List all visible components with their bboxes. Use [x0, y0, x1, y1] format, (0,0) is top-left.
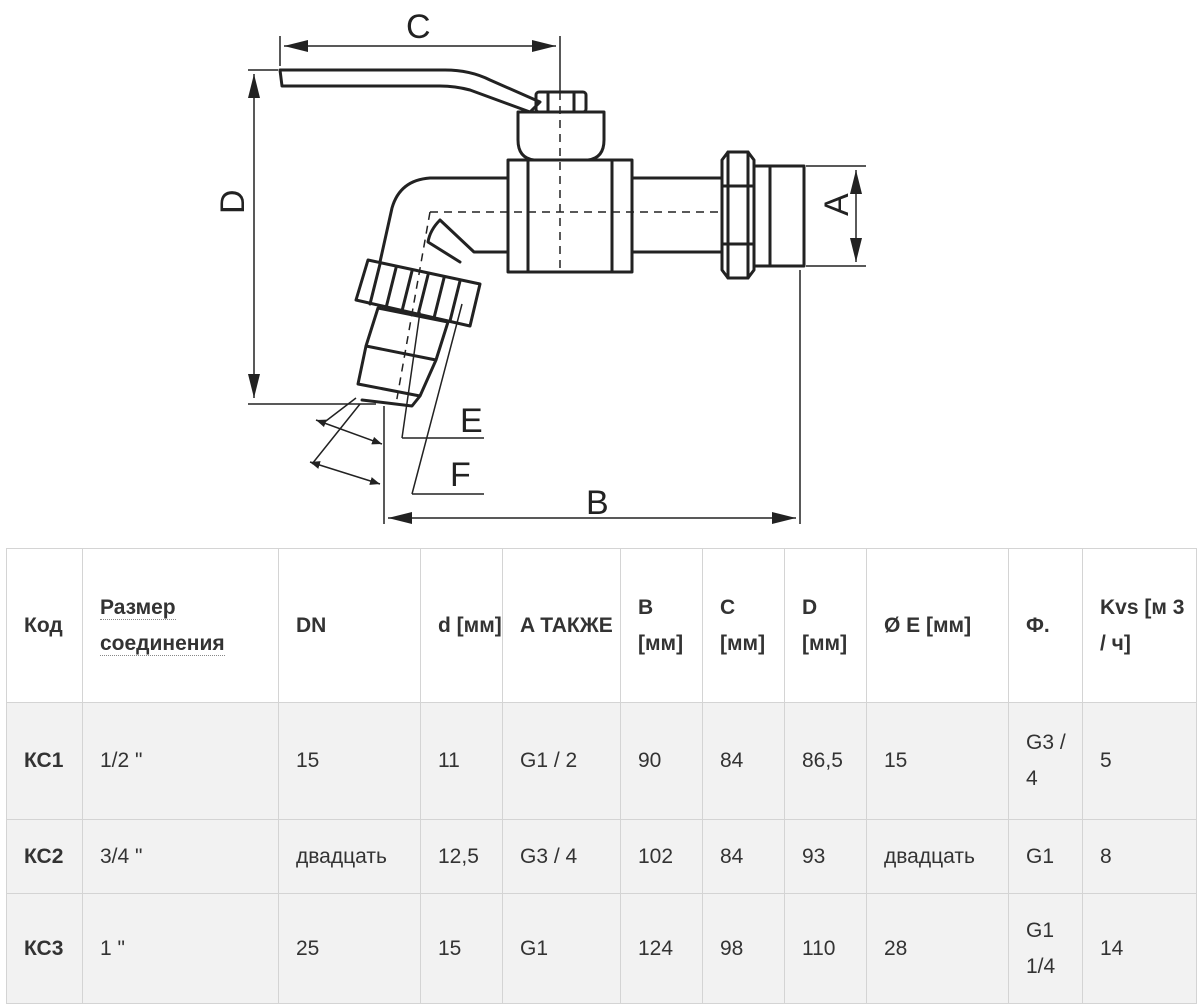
cell-dn: двадцать — [278, 819, 421, 894]
header-a: A ТАКЖЕ — [502, 548, 621, 703]
label-d: D — [214, 189, 252, 214]
dimension-lines — [248, 36, 866, 524]
table-row: КС1 1/2 " 15 11 G1 / 2 90 84 86,5 15 G3 … — [6, 702, 1197, 820]
valve-body — [506, 158, 634, 274]
cell-kvs: 14 — [1082, 893, 1197, 1004]
centerlines — [395, 92, 720, 405]
label-b: B — [586, 484, 609, 522]
cell-kvs: 8 — [1082, 819, 1197, 894]
cell-connection-size: 1/2 " — [82, 702, 279, 820]
header-dn: DN — [278, 548, 421, 703]
header-kvs: Kvs [м 3 / ч] — [1082, 548, 1197, 703]
cell-e: двадцать — [866, 819, 1009, 894]
cell-a: G1 — [502, 893, 621, 1004]
cell-code: КС2 — [6, 819, 83, 894]
cell-a: G1 / 2 — [502, 702, 621, 820]
label-a: A — [818, 193, 856, 216]
header-d: d [мм] — [420, 548, 503, 703]
header-d-mm: D [мм] — [784, 548, 867, 703]
cell-code: КС1 — [6, 702, 83, 820]
cell-f: G3 / 4 — [1008, 702, 1083, 820]
cell-dn: 15 — [278, 702, 421, 820]
stem-nut — [534, 90, 588, 114]
header-f: Ф. — [1008, 548, 1083, 703]
dimension-labels: C D A B E F — [214, 8, 856, 522]
label-f: F — [450, 456, 471, 494]
hex-nut — [720, 150, 756, 280]
label-e: E — [460, 402, 483, 440]
bonnet — [516, 110, 606, 162]
coupling-nut — [354, 258, 482, 328]
cell-c: 98 — [702, 893, 785, 1004]
header-code: Код — [6, 548, 83, 703]
cell-d-mm: 86,5 — [784, 702, 867, 820]
elbow — [378, 176, 510, 264]
cell-c: 84 — [702, 819, 785, 894]
cell-e: 15 — [866, 702, 1009, 820]
specification-table: Код Размер соединения DN d [мм] A ТАКЖЕ … — [6, 548, 1197, 1004]
header-connection-size-text[interactable]: Размер соединения — [100, 595, 225, 656]
cell-e: 28 — [866, 893, 1009, 1004]
cell-d-mm: 93 — [784, 819, 867, 894]
cell-d: 11 — [420, 702, 503, 820]
cell-connection-size: 3/4 " — [82, 819, 279, 894]
table-header-row: Код Размер соединения DN d [мм] A ТАКЖЕ … — [6, 548, 1197, 703]
header-c: C [мм] — [702, 548, 785, 703]
label-c: C — [406, 8, 431, 46]
hose-barb — [356, 306, 450, 408]
cell-b: 90 — [620, 702, 703, 820]
table-row: КС3 1 " 25 15 G1 124 98 110 28 G1 1/4 14 — [6, 893, 1197, 1004]
cell-kvs: 5 — [1082, 702, 1197, 820]
header-connection-size: Размер соединения — [82, 548, 279, 703]
cell-b: 102 — [620, 819, 703, 894]
cell-d-mm: 110 — [784, 893, 867, 1004]
cell-f: G1 — [1008, 819, 1083, 894]
header-b: B [мм] — [620, 548, 703, 703]
valve-outline — [278, 68, 806, 408]
outlet-pipe — [630, 176, 724, 254]
cell-connection-size: 1 " — [82, 893, 279, 1004]
cell-d: 12,5 — [420, 819, 503, 894]
cell-code: КС3 — [6, 893, 83, 1004]
table-row: КС2 3/4 " двадцать 12,5 G3 / 4 102 84 93… — [6, 819, 1197, 894]
cell-a: G3 / 4 — [502, 819, 621, 894]
cell-dn: 25 — [278, 893, 421, 1004]
header-e: Ø E [мм] — [866, 548, 1009, 703]
valve-technical-drawing: C D A B E F — [214, 8, 866, 524]
cell-b: 124 — [620, 893, 703, 1004]
lever-handle — [278, 68, 542, 114]
threaded-end — [752, 164, 806, 268]
cell-c: 84 — [702, 702, 785, 820]
cell-d: 15 — [420, 893, 503, 1004]
cell-f: G1 1/4 — [1008, 893, 1083, 1004]
